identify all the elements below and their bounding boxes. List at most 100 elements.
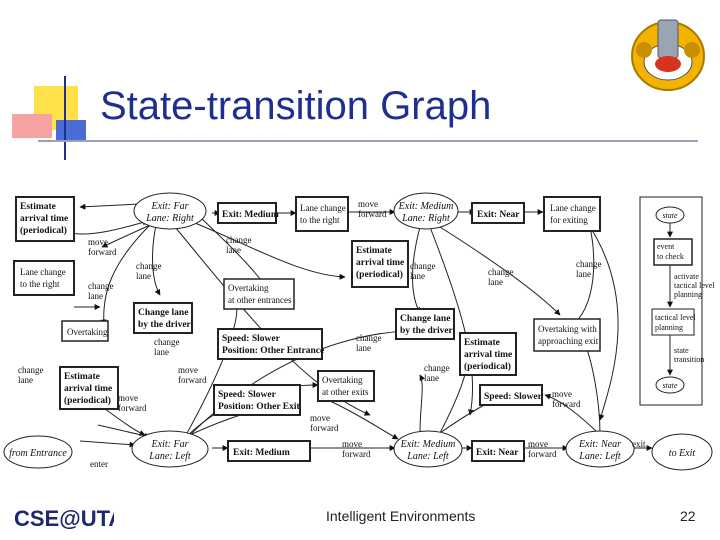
state-exit-medium-lane-left bbox=[393, 430, 463, 468]
legend-activate-label: planning bbox=[674, 290, 702, 299]
box-exit-near-bottom bbox=[471, 440, 525, 462]
edge-label-change-lane: lane bbox=[136, 271, 151, 281]
edge-label-change-lane: change bbox=[136, 261, 161, 271]
edge-label-change-lane: lane bbox=[356, 343, 371, 353]
box-line: Change lane bbox=[138, 308, 188, 318]
box-line: Lane change bbox=[300, 203, 346, 213]
legend-state-label: state bbox=[662, 381, 678, 390]
mascot-image bbox=[631, 19, 705, 91]
state-label: Exit: Medium bbox=[400, 439, 456, 450]
edge-label-change-lane: lane bbox=[226, 245, 241, 255]
legend-activate-label: activate bbox=[674, 272, 699, 281]
edge-label-move-forward: move bbox=[178, 365, 198, 375]
end-state bbox=[651, 433, 713, 471]
box-overtaking-other-exits bbox=[317, 370, 375, 402]
box-line: Estimate bbox=[464, 338, 500, 348]
edge-label-move-forward: move bbox=[358, 199, 378, 209]
edge-label-move-forward: move bbox=[342, 439, 362, 449]
edge-label-change-lane: lane bbox=[18, 375, 33, 385]
edge-label-change-lane: lane bbox=[410, 271, 425, 281]
edge-label-enter: enter bbox=[90, 459, 108, 469]
box-line: for exiting bbox=[550, 215, 588, 225]
edge-label-change-lane: change bbox=[356, 333, 381, 343]
state-label: Lane: Left bbox=[578, 451, 621, 462]
box-line: Lane change bbox=[20, 267, 66, 277]
decor-vertical-line bbox=[64, 76, 66, 160]
edge-label-move-forward: move bbox=[310, 413, 330, 423]
state-label: Lane: Right bbox=[145, 213, 194, 224]
legend-activate-label: tactical level bbox=[674, 281, 715, 290]
box-exit-medium-bottom bbox=[227, 440, 311, 462]
box-line: Overtaking bbox=[228, 283, 269, 293]
box-line: arrival time bbox=[64, 384, 112, 394]
decor-square-blue bbox=[56, 120, 86, 142]
state-label: Exit: Far bbox=[151, 439, 189, 450]
box-exit-medium-top bbox=[217, 202, 277, 224]
state-label: Exit: Far bbox=[151, 201, 189, 212]
state-exit-near-lane-left bbox=[565, 430, 635, 468]
edge-label-change-lane: change bbox=[88, 281, 113, 291]
edge-label-move-forward: forward bbox=[552, 399, 581, 409]
box-lane-change-exiting bbox=[543, 196, 601, 232]
legend-state-label: state bbox=[662, 211, 678, 220]
box-line: Overtaking bbox=[67, 327, 108, 337]
edge-label-change-lane: change bbox=[424, 363, 449, 373]
box-line: approaching exit bbox=[538, 336, 599, 346]
edge-label-change-lane: change bbox=[410, 261, 435, 271]
box-line: Overtaking with bbox=[538, 324, 597, 334]
box-line: at other entrances bbox=[228, 295, 292, 305]
legend-transition-label: state bbox=[674, 346, 689, 355]
box-line: Estimate bbox=[64, 372, 100, 382]
edge-label-change-lane: lane bbox=[88, 291, 103, 301]
box-line: arrival time bbox=[356, 258, 404, 268]
box-line: Estimate bbox=[20, 202, 56, 212]
box-line: Position: Other Exit bbox=[218, 402, 300, 412]
edge-label-change-lane: lane bbox=[488, 277, 503, 287]
title-underline bbox=[38, 140, 698, 142]
state-transition-diagram: from Entrance to Exit Exit: Far Lane: Ri… bbox=[3, 192, 715, 471]
edge-label-change-lane: lane bbox=[154, 347, 169, 357]
legend-state-symbol bbox=[655, 376, 685, 394]
edge-label-change-lane: change bbox=[154, 337, 179, 347]
state-exit-far-lane-left bbox=[131, 430, 209, 468]
logo-text: CSE@UTA bbox=[14, 506, 114, 531]
box-line: (periodical) bbox=[356, 269, 403, 280]
box-line: at other exits bbox=[322, 387, 369, 397]
edge-label-move-forward: forward bbox=[118, 403, 147, 413]
legend-tactical-label: tactical level bbox=[655, 313, 696, 322]
box-speed-slower-entrance bbox=[217, 328, 323, 360]
legend-event-symbol bbox=[653, 238, 693, 266]
box-estimate-arrival-3 bbox=[351, 240, 409, 288]
box-line: Speed: Slower bbox=[218, 390, 277, 400]
edge-label-move-forward: move bbox=[118, 393, 138, 403]
box-line: Speed: Slower bbox=[222, 334, 281, 344]
state-label: Exit: Medium bbox=[398, 201, 454, 212]
box-line: by the driver bbox=[138, 320, 192, 330]
cse-uta-logo: CSE@UTA bbox=[14, 506, 114, 531]
box-line: Exit: Medium bbox=[233, 448, 290, 458]
edge-label-move-forward: forward bbox=[528, 449, 557, 459]
box-line: Position: Other Entrance bbox=[222, 346, 324, 356]
edge-label-change-lane: lane bbox=[424, 373, 439, 383]
box-line: Overtaking bbox=[322, 375, 363, 385]
box-line: Speed: Slower bbox=[484, 392, 543, 402]
decor-square-red bbox=[12, 114, 52, 138]
box-line: arrival time bbox=[20, 214, 68, 224]
state-label: Lane: Left bbox=[148, 451, 191, 462]
box-line: Exit: Near bbox=[477, 210, 520, 220]
box-line: (periodical) bbox=[464, 361, 511, 372]
box-lane-change-right-2 bbox=[295, 196, 349, 232]
legend: state event to check activate tactical l… bbox=[639, 196, 715, 406]
edge-label-change-lane: change bbox=[576, 259, 601, 269]
legend-tactical-symbol bbox=[651, 308, 695, 336]
edge-label-move-forward: forward bbox=[178, 375, 207, 385]
box-line: to the right bbox=[20, 279, 60, 289]
box-overtaking bbox=[61, 320, 109, 342]
box-line: Exit: Medium bbox=[222, 210, 279, 220]
box-estimate-arrival-4 bbox=[459, 332, 517, 376]
box-line: Exit: Near bbox=[476, 448, 519, 458]
box-line: by the driver bbox=[400, 326, 454, 336]
slide-title: State-transition Graph bbox=[100, 84, 492, 128]
box-change-lane-driver-2 bbox=[395, 308, 455, 340]
edge-label-change-lane: change bbox=[226, 235, 251, 245]
